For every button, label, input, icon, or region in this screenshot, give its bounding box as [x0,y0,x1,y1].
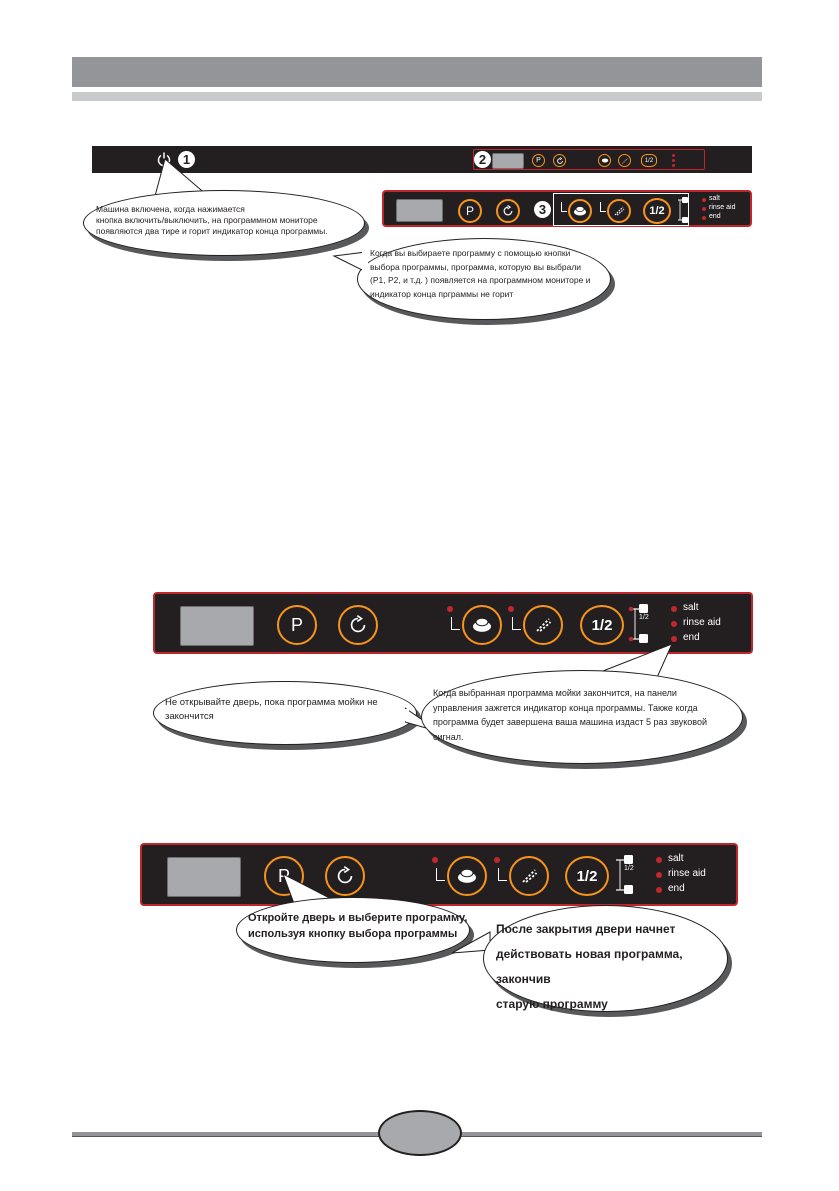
eco-button[interactable] [509,856,549,896]
control-panel-zoom: P 3 1/2 salt rinse aid end [382,190,752,227]
led-hook [512,617,521,630]
page-number-badge [378,1110,462,1156]
spray-icon [536,618,552,632]
callout-do-not-open-text: Не открывайте дверь, пока программа мойк… [165,697,378,722]
led-hook [561,202,567,212]
dishes-icon [473,617,491,632]
half-load-indicator-icon [678,197,688,223]
dishes-icon [574,206,586,216]
end-led [656,887,662,893]
callout-power-on [83,190,365,256]
control-strip-panel: 1 2 P 1/2 [92,146,752,173]
callout-program-end-text: Когда выбранная программа мойки закончит… [433,688,707,742]
half-load-indicator-icon [616,855,633,894]
callout-do-not-open [153,681,417,745]
mini-half-load-button[interactable]: 1/2 [641,154,657,167]
program-button[interactable]: P [458,199,482,223]
end-led [702,216,706,220]
rinse-aid-label: rinse aid [709,204,736,211]
intensive-led [447,606,453,612]
control-panel-end: P 1/2 1/2 salt rinse aid end [153,592,753,654]
header-bar [72,57,762,87]
led-hook [600,202,606,212]
delay-button[interactable] [325,856,365,896]
callout-program-select-text: Когда вы выбираете программу с помощью к… [370,248,591,299]
callout-open-door-select-text: Откройте дверь и выберите программу, исп… [248,912,468,940]
mini-program-button[interactable]: P [532,154,545,167]
program-monitor [180,606,254,646]
mini-delay-button[interactable] [553,154,566,167]
end-label: end [709,213,721,220]
intensive-button[interactable] [462,605,502,645]
callout-power-on-text: Машина включена, когда нажимается кнопка… [96,204,328,236]
rinse-aid-led [656,872,662,878]
mini-eco-button[interactable] [618,154,631,167]
program-button[interactable]: P [277,605,317,645]
mini-highlight-frame [473,149,705,170]
eco-button[interactable] [607,199,631,223]
rinse-aid-label: rinse aid [683,617,721,628]
delay-button[interactable] [496,199,520,223]
intensive-led [432,857,438,863]
eco-button[interactable] [523,605,563,645]
callout-open-door-select [236,897,470,963]
mini-salt-led [672,154,675,157]
led-hook [451,617,460,630]
control-panel-change: P 1/2 1/2 salt rinse aid end [140,843,738,906]
salt-label: salt [683,602,699,613]
callout-after-close [483,905,728,1012]
rinse-aid-led [702,207,706,211]
half-load-button[interactable]: 1/2 [580,605,624,645]
highlight-frame [553,193,689,226]
salt-label: salt [668,853,684,864]
rinse-aid-label: rinse aid [668,868,706,879]
callout-program-end [421,670,743,764]
marker-3: 3 [534,201,551,218]
eco-led [508,606,514,612]
end-label: end [668,883,685,894]
salt-led [656,857,662,863]
callout-after-close-text: После закрытия двери начнет действовать … [496,922,683,1011]
intensive-button[interactable] [568,199,592,223]
half-load-button[interactable]: 1/2 [643,198,671,224]
mini-program-monitor [492,153,524,169]
spray-icon [614,206,625,216]
refresh-icon [337,866,353,884]
program-monitor [167,857,241,897]
marker-2: 2 [474,151,491,168]
spray-icon [621,157,628,164]
callout-pointer [332,251,368,273]
header-underline [72,92,762,101]
refresh-icon [556,156,563,164]
marker-1: 1 [178,151,195,168]
callout-program-select [357,238,611,320]
end-led [671,636,677,642]
rinse-aid-led [671,621,677,627]
dishes-icon [458,868,476,883]
intensive-button[interactable] [447,856,487,896]
led-hook [498,868,507,881]
refresh-icon [350,615,366,633]
delay-button[interactable] [338,605,378,645]
salt-led [671,606,677,612]
dishes-icon [601,158,608,163]
half-load-indicator-icon [628,604,648,643]
mini-rinse-led [672,159,675,162]
end-label: end [683,632,700,643]
half-load-indicator-label: 1/2 [639,614,649,621]
mini-intensive-button[interactable] [598,154,611,167]
program-monitor [396,199,443,222]
eco-led [494,857,500,863]
half-load-indicator-label: 1/2 [624,865,634,872]
salt-led [702,198,706,202]
refresh-icon [503,205,513,216]
salt-label: salt [709,195,720,202]
mini-end-led [672,164,675,167]
led-hook [436,868,445,881]
spray-icon [522,869,538,883]
half-load-button[interactable]: 1/2 [565,856,609,896]
